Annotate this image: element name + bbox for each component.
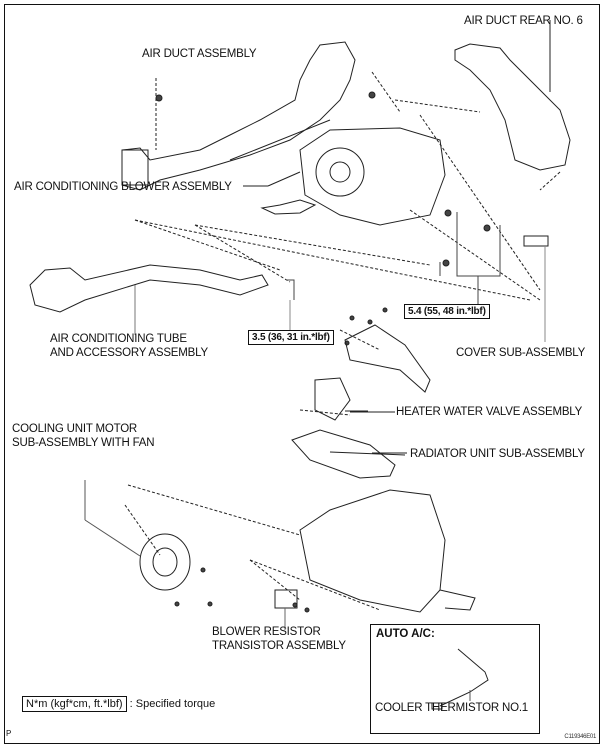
label-radiator-unit: RADIATOR UNIT SUB-ASSEMBLY: [410, 448, 585, 460]
air-duct-assembly-drawing: [121, 41, 356, 191]
label-air-duct-rear: AIR DUCT REAR NO. 6: [464, 15, 583, 27]
label-resistor-line2: TRANSISTOR ASSEMBLY: [212, 640, 346, 652]
blower-assembly-drawing: [243, 127, 446, 226]
torque-legend: N*m (kgf*cm, ft.*lbf) : Specified torque: [22, 696, 216, 712]
label-cooler-thermistor: COOLER THERMISTOR NO.1: [375, 702, 529, 714]
cover-sub-assembly-drawing: [523, 235, 549, 247]
cooler-thermistor-drawing: [431, 648, 489, 710]
inset-title: AUTO A/C:: [376, 628, 435, 640]
auto-ac-inset: AUTO A/C: COOLER THERMISTOR NO.1: [370, 624, 540, 734]
cooling-unit-housing-drawing: [299, 489, 476, 613]
legend-unit: N*m (kgf*cm, ft.*lbf): [22, 696, 127, 712]
label-tube-line2: AND ACCESSORY ASSEMBLY: [50, 347, 208, 359]
label-heater-water-valve: HEATER WATER VALVE ASSEMBLY: [396, 406, 583, 418]
label-cooling-motor-line1: COOLING UNIT MOTOR: [12, 423, 138, 435]
air-duct-rear-drawing: [454, 20, 571, 191]
label-air-duct-assembly: AIR DUCT ASSEMBLY: [142, 48, 257, 60]
blower-resistor-drawing: [274, 589, 298, 630]
cooling-unit-motor-drawing: [84, 480, 191, 591]
label-cover-sub-assembly: COVER SUB-ASSEMBLY: [456, 347, 586, 359]
assembly-guide-lines: [124, 71, 541, 611]
label-tube-line1: AIR CONDITIONING TUBE: [50, 333, 187, 345]
torque-spec-blower: 5.4 (55, 48 in.*lbf): [404, 304, 490, 319]
diagram-frame: [4, 4, 600, 744]
label-cooling-motor-line2: SUB-ASSEMBLY WITH FAN: [12, 437, 155, 449]
torque-spec-tube: 3.5 (36, 31 in.*lbf): [248, 330, 334, 345]
legend-description: : Specified torque: [129, 698, 216, 710]
page-mark: P: [6, 729, 12, 738]
figure-code: C119346E01: [564, 734, 596, 740]
ac-tube-drawing: [29, 264, 269, 335]
duct-housing-drawing: [291, 324, 431, 479]
bolts: [155, 91, 491, 613]
label-resistor-line1: BLOWER RESISTOR: [212, 626, 321, 638]
label-blower-assembly: AIR CONDITIONING BLOWER ASSEMBLY: [14, 181, 232, 193]
